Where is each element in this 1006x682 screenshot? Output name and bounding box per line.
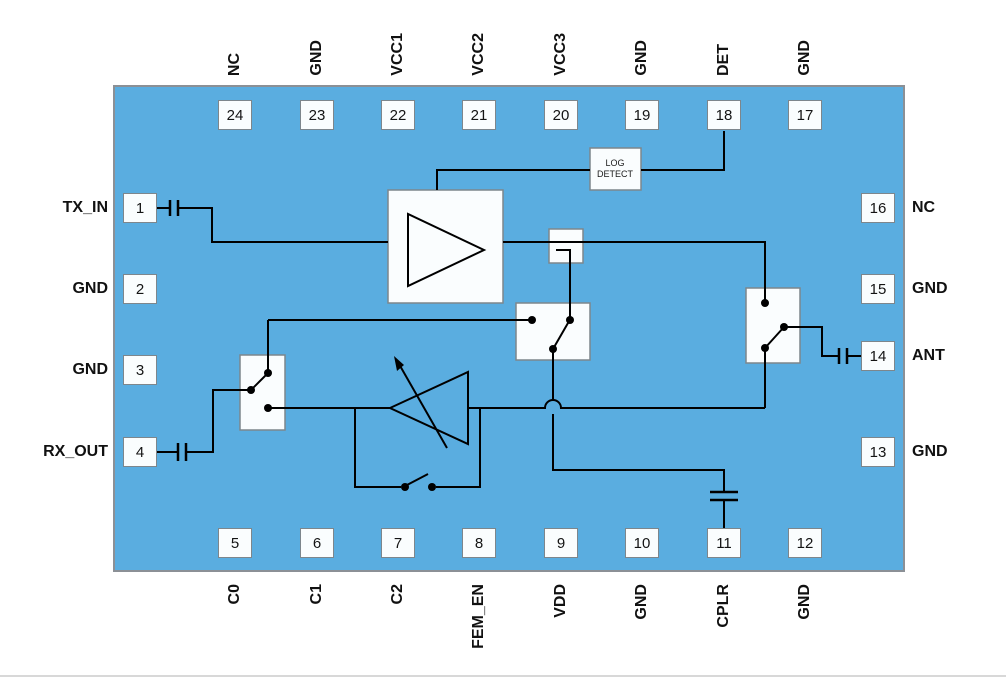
pin-22-label: VCC1 — [389, 33, 406, 76]
attenuator-arrow-line — [398, 363, 448, 449]
rx-line-wire — [268, 348, 766, 409]
antenna-wire — [784, 326, 861, 357]
coupler-box — [548, 228, 584, 264]
attenuator-triangle — [387, 370, 469, 446]
pin-10-label: GND — [633, 584, 650, 620]
coupler-tap-wire — [556, 249, 571, 320]
pin-16: 16 — [861, 193, 895, 223]
pin-23: 23 — [300, 100, 334, 130]
pin-15: 15 — [861, 274, 895, 304]
pin-21: 21 — [462, 100, 496, 130]
pin-15-label: GND — [912, 280, 948, 297]
pin-3: 3 — [123, 355, 157, 385]
pin-19-label: GND — [633, 40, 650, 76]
bottom-divider — [0, 675, 1006, 677]
pin-8-label: FEM_EN — [470, 584, 487, 649]
contact-dot — [428, 483, 436, 491]
pin-2: 2 — [123, 274, 157, 304]
rx-out-wire — [157, 319, 532, 453]
pin-13-label: GND — [912, 443, 948, 460]
pin-13: 13 — [861, 437, 895, 467]
pin-16-label: NC — [912, 199, 936, 216]
pin-10: 10 — [625, 528, 659, 558]
contact-dot — [401, 483, 409, 491]
pin-23-label: GND — [308, 40, 325, 76]
pin-1-label: TX_IN — [62, 199, 108, 216]
log-detect-label-line2: DETECT — [597, 169, 634, 179]
pin-11: 11 — [707, 528, 741, 558]
pin-24: 24 — [218, 100, 252, 130]
pin-7-label: C2 — [389, 584, 406, 605]
cplr-route-wire — [552, 349, 725, 528]
attenuator-arrowhead — [394, 356, 404, 371]
detector-wire — [436, 131, 725, 190]
pin-12-label: GND — [796, 584, 813, 620]
log-detect-label-line1: LOG — [605, 158, 624, 168]
pin-18-label: DET — [715, 44, 732, 76]
antenna-switch-box — [745, 287, 801, 364]
attenuator-bypass-wire — [354, 408, 481, 488]
pin-14-label: ANT — [912, 347, 945, 364]
rx-switch-box — [239, 354, 286, 431]
pin-18: 18 — [707, 100, 741, 130]
contact-dot — [528, 316, 536, 324]
contact-dot — [264, 404, 272, 412]
contact-dot — [780, 323, 788, 331]
contact-dot — [549, 345, 557, 353]
amplifier-box — [387, 189, 504, 304]
pin-9: 9 — [544, 528, 578, 558]
pin-6: 6 — [300, 528, 334, 558]
pin-8: 8 — [462, 528, 496, 558]
pin-20-label: VCC3 — [552, 33, 569, 76]
pin-7: 7 — [381, 528, 415, 558]
pin-17-label: GND — [796, 40, 813, 76]
switch-contacts — [247, 299, 788, 491]
pin-22: 22 — [381, 100, 415, 130]
pin-2-label: GND — [72, 280, 108, 297]
pin-9-label: VDD — [552, 584, 569, 618]
log-detect-box — [589, 147, 642, 191]
pin-4: 4 — [123, 437, 157, 467]
pin-12: 12 — [788, 528, 822, 558]
pin-20: 20 — [544, 100, 578, 130]
pin-3-label: GND — [72, 361, 108, 378]
contact-dot — [761, 299, 769, 307]
capacitor-plates — [168, 200, 849, 502]
pin-21-label: VCC2 — [470, 33, 487, 76]
switch-levers — [250, 322, 785, 486]
pin-1: 1 — [123, 193, 157, 223]
contact-dot — [566, 316, 574, 324]
chip-internal-wiring — [157, 131, 861, 528]
pin-4-label: RX_OUT — [43, 443, 108, 460]
pin-24-label: NC — [226, 52, 243, 76]
amplifier-triangle — [407, 212, 487, 288]
pin-11-label: CPLR — [715, 584, 732, 628]
pin-17: 17 — [788, 100, 822, 130]
tx-path-wire — [157, 207, 766, 303]
pin-19: 19 — [625, 100, 659, 130]
contact-dot — [247, 386, 255, 394]
pin-5: 5 — [218, 528, 252, 558]
contact-dot — [264, 369, 272, 377]
contact-dot — [761, 344, 769, 352]
pin-5-label: C0 — [226, 584, 243, 605]
pin-6-label: C1 — [308, 584, 325, 605]
pin-14: 14 — [861, 341, 895, 371]
